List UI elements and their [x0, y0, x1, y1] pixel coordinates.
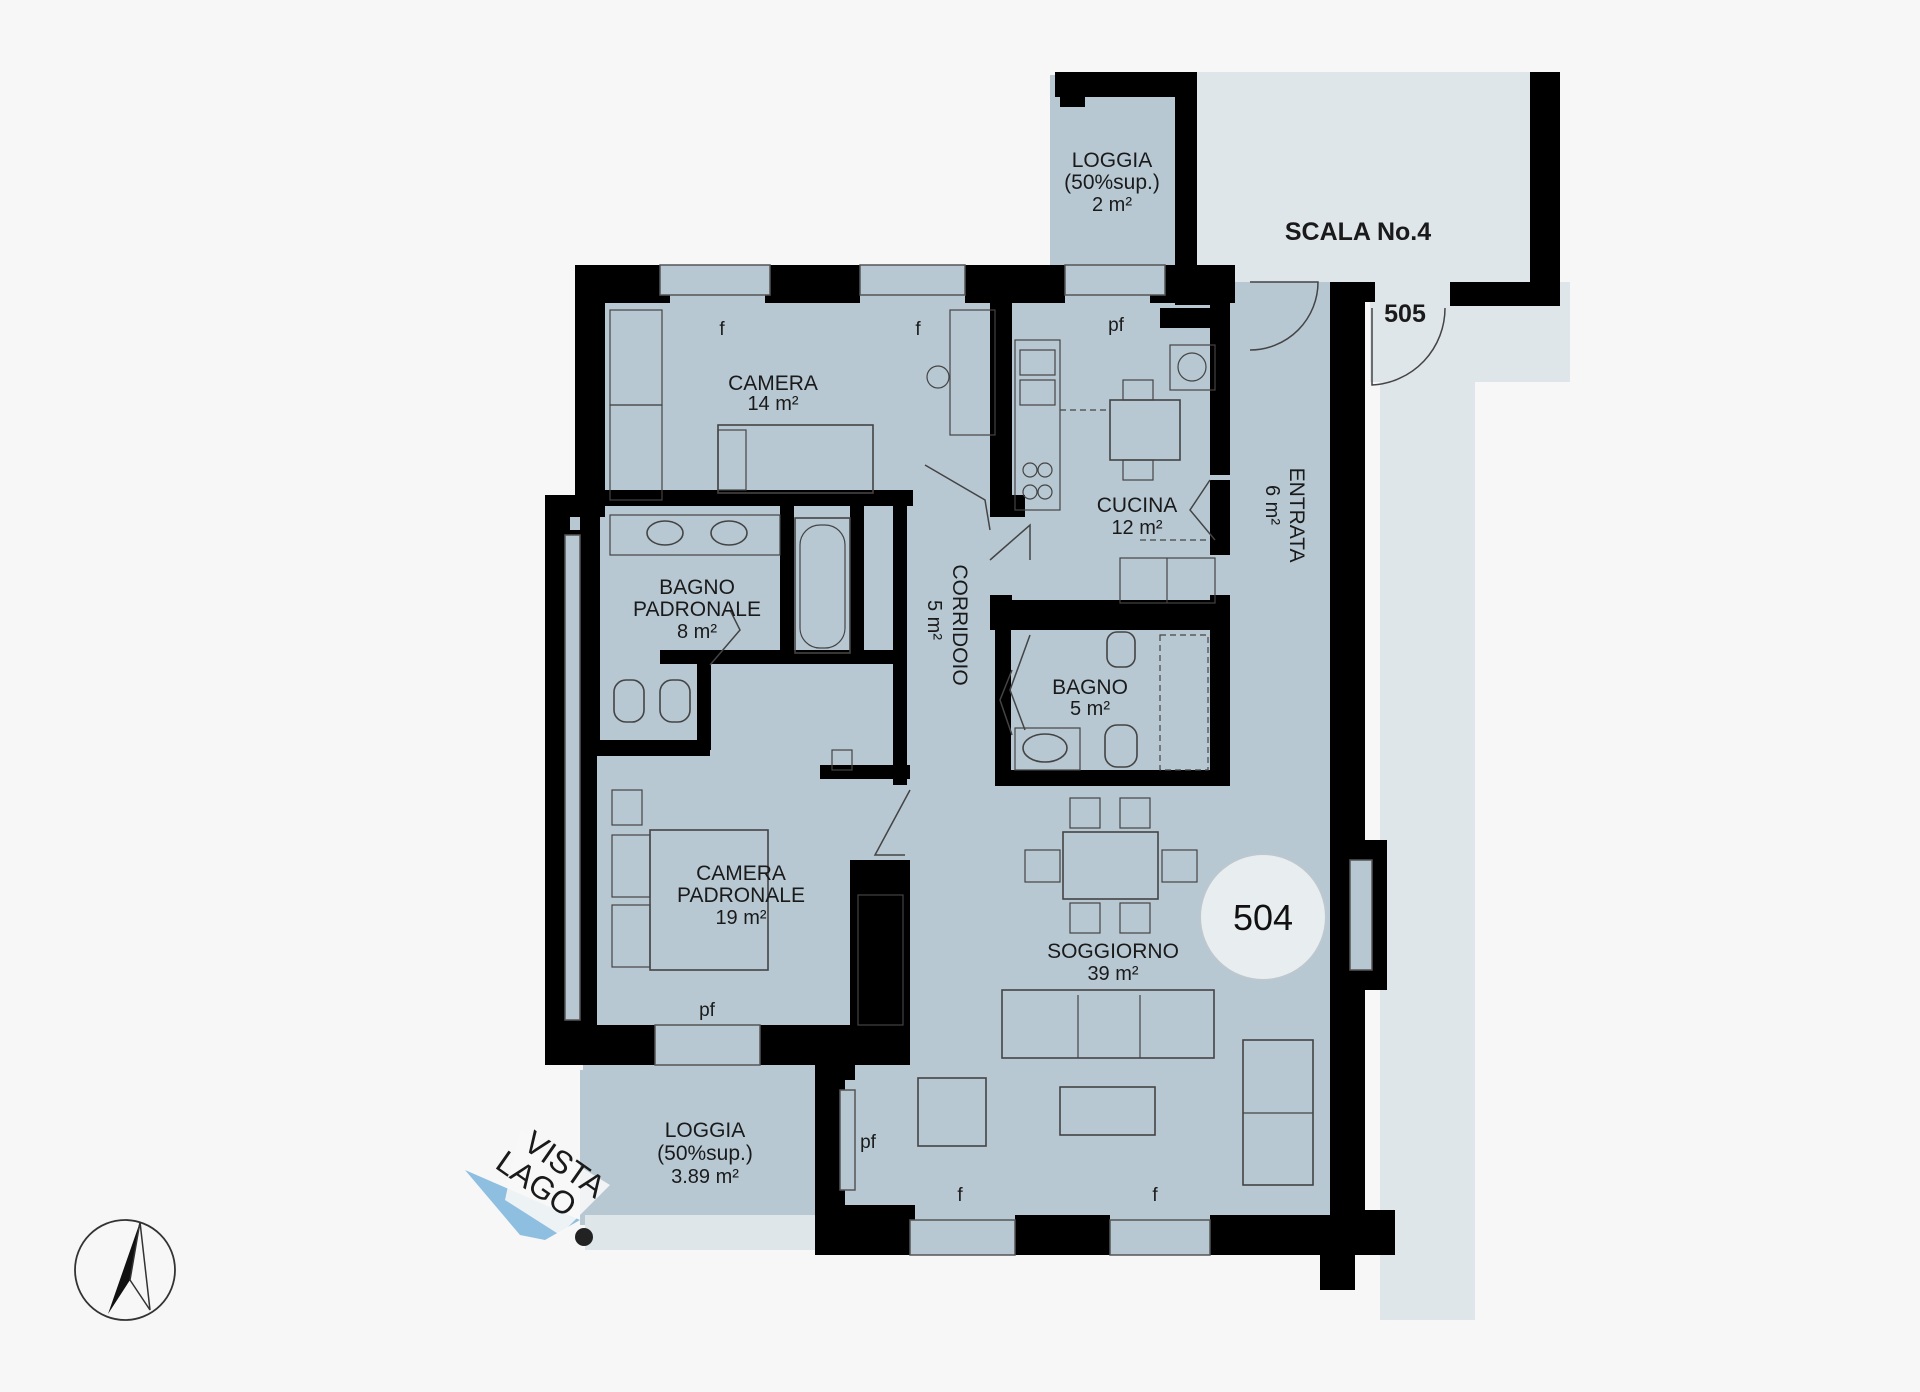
window — [909, 1219, 1016, 1256]
cucina-name: CUCINA — [1097, 494, 1178, 517]
corridoio-name: CORRIDOIO — [948, 564, 971, 685]
soggiorno-area: 39 m² — [1087, 963, 1138, 985]
camera-area: 14 m² — [747, 393, 798, 415]
window — [654, 1024, 761, 1066]
window-mark-f: f — [719, 319, 725, 340]
window — [1064, 264, 1166, 296]
window-mark-f: f — [915, 319, 921, 340]
window — [1109, 1219, 1211, 1256]
armchair — [917, 1077, 987, 1147]
loggia-top-name: LOGGIA — [1072, 149, 1153, 172]
window — [859, 264, 966, 296]
window-mark-pf: pf — [860, 1132, 877, 1153]
stair-label: SCALA No.4 — [1285, 218, 1431, 246]
loggia-bottom-name: LOGGIA — [665, 1119, 746, 1142]
bagno-area: 5 m² — [1070, 698, 1110, 720]
window-mark-f: f — [957, 1185, 963, 1206]
bagno-padronale-name-2: PADRONALE — [633, 598, 761, 621]
loggia-top-note: (50%sup.) — [1064, 171, 1160, 194]
window — [564, 534, 581, 1021]
room-labels: LOGGIA (50%sup.) 2 m² SCALA No.4 505 CAM… — [633, 149, 1431, 1206]
neighbor-unit-label: 505 — [1384, 300, 1426, 328]
camera-padronale-area: 19 m² — [715, 907, 766, 929]
windows — [564, 264, 1373, 1256]
camera-name: CAMERA — [728, 372, 818, 395]
coffee-table — [1059, 1086, 1156, 1136]
loggia-top-area: 2 m² — [1092, 194, 1132, 216]
bagno-name: BAGNO — [1052, 676, 1128, 699]
loggia-bottom-note: (50%sup.) — [657, 1142, 753, 1165]
dining-table — [1062, 831, 1159, 900]
camera-padronale-name-2: PADRONALE — [677, 884, 805, 907]
unit-badge: 504 — [1199, 853, 1327, 981]
furniture — [609, 281, 1446, 1186]
north-arrow-icon — [74, 1219, 176, 1321]
cucina-area: 12 m² — [1111, 517, 1162, 539]
window-mark-pf: pf — [1108, 315, 1125, 336]
window — [659, 264, 771, 296]
unit-number: 504 — [1233, 897, 1293, 938]
window — [839, 1089, 856, 1191]
loggia-bottom-area: 3.89 m² — [671, 1166, 739, 1188]
corridoio-area: 5 m² — [923, 600, 945, 640]
window — [1349, 859, 1373, 971]
stair-area — [1195, 72, 1535, 282]
soggiorno-name: SOGGIORNO — [1047, 940, 1179, 963]
camera-padronale-name-1: CAMERA — [696, 862, 786, 885]
bathtub — [794, 517, 851, 654]
window-mark-f: f — [1152, 1185, 1158, 1206]
entrata-area: 6 m² — [1261, 485, 1283, 525]
entrata-name: ENTRATA — [1285, 468, 1308, 563]
bed — [649, 829, 769, 971]
bagno-padronale-area: 8 m² — [677, 621, 717, 643]
sofa — [1001, 989, 1215, 1059]
bagno-padronale-name-1: BAGNO — [659, 576, 735, 599]
window-mark-pf: pf — [699, 1000, 716, 1021]
